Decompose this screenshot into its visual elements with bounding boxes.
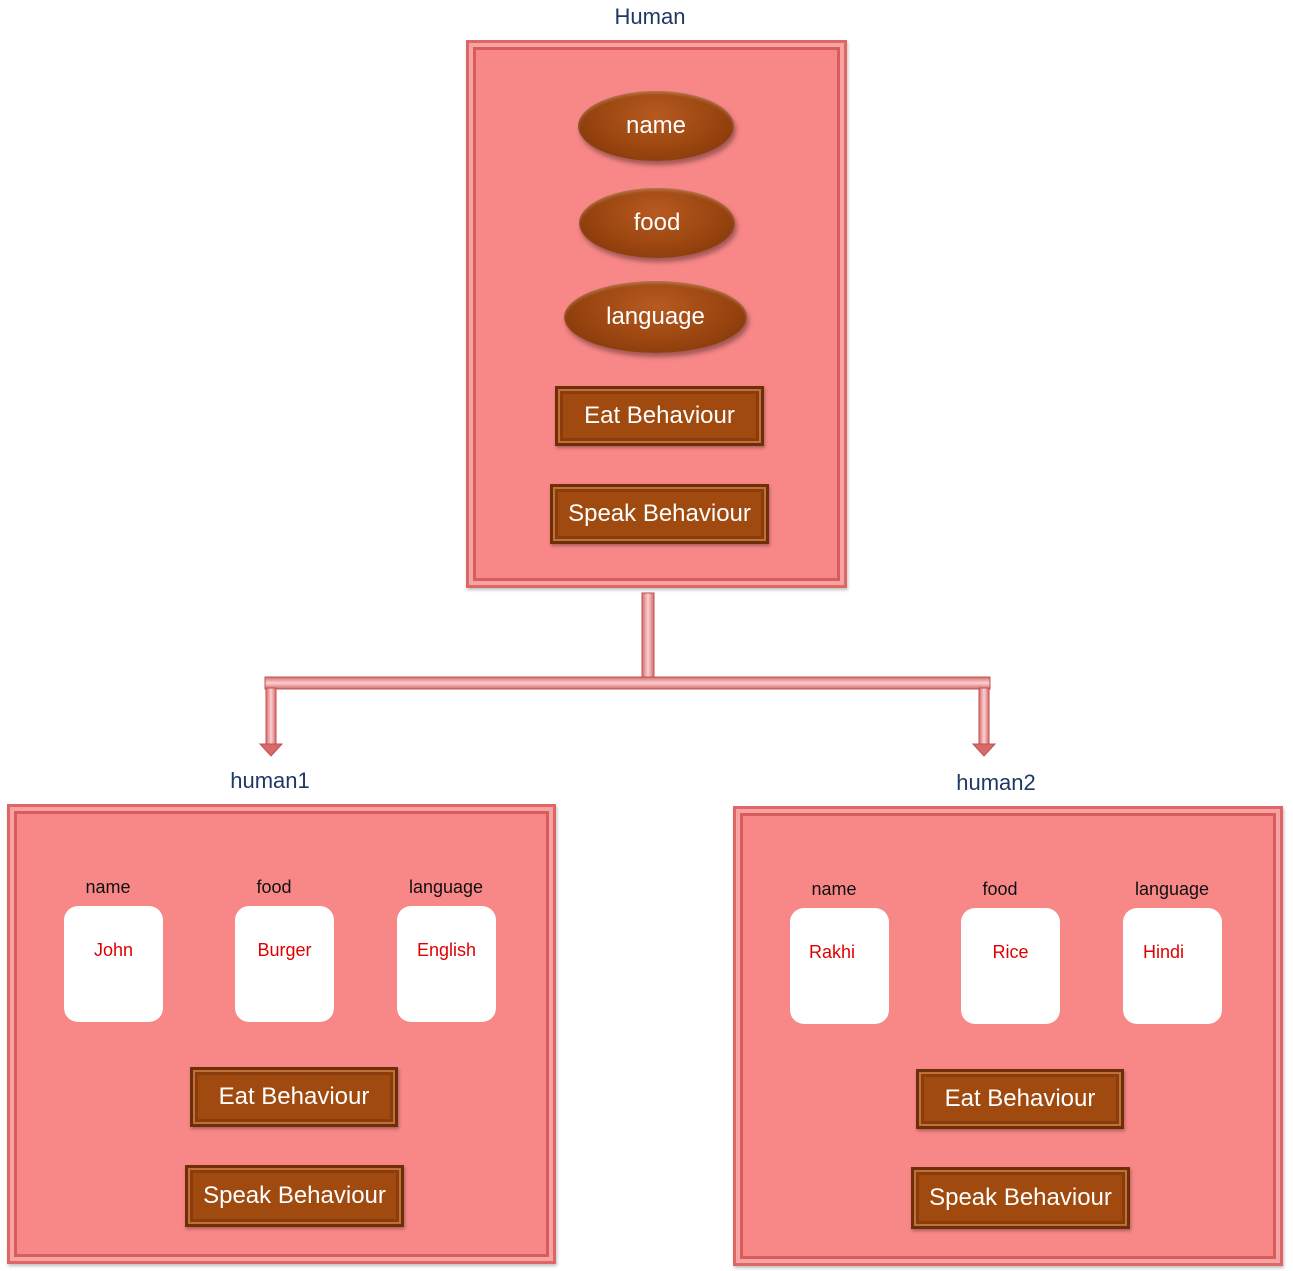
field-label-name: name bbox=[811, 879, 857, 899]
left-drop-line bbox=[265, 687, 277, 747]
child-object-box: name food language John Burger English E… bbox=[7, 804, 556, 1264]
child-title: human1 bbox=[230, 768, 310, 793]
attribute-language-oval: language bbox=[564, 281, 747, 353]
speak-behaviour-button: Speak Behaviour bbox=[550, 484, 769, 544]
parent-title: Human bbox=[614, 4, 686, 29]
speak-behaviour-button: Speak Behaviour bbox=[185, 1165, 404, 1227]
field-value-language: Hindi bbox=[1123, 908, 1222, 1024]
field-value-food: Rice bbox=[961, 908, 1060, 1024]
field-label-language: language bbox=[1134, 879, 1210, 899]
eat-behaviour-button: Eat Behaviour bbox=[190, 1067, 398, 1127]
speak-behaviour-button: Speak Behaviour bbox=[911, 1167, 1130, 1229]
trunk-line bbox=[641, 592, 655, 682]
right-arrow-head bbox=[971, 743, 997, 757]
eat-behaviour-button: Eat Behaviour bbox=[916, 1069, 1124, 1129]
child-title: human2 bbox=[956, 770, 1036, 795]
child-object-box: name food language Rakhi Rice Hindi Eat … bbox=[733, 806, 1283, 1266]
field-value-name: John bbox=[64, 906, 163, 1022]
field-label-language: language bbox=[408, 877, 484, 897]
attribute-food-oval: food bbox=[579, 188, 735, 258]
field-value-food: Burger bbox=[235, 906, 334, 1022]
field-value-name: Rakhi bbox=[790, 908, 889, 1024]
field-label-food: food bbox=[256, 877, 292, 897]
right-drop-line bbox=[978, 687, 990, 747]
left-arrow-head bbox=[258, 743, 284, 757]
attribute-name-oval: name bbox=[578, 91, 734, 161]
field-label-name: name bbox=[85, 877, 131, 897]
eat-behaviour-button: Eat Behaviour bbox=[555, 386, 764, 446]
parent-class-box: name food language Eat Behaviour Speak B… bbox=[466, 40, 847, 588]
field-label-food: food bbox=[982, 879, 1018, 899]
field-value-language: English bbox=[397, 906, 496, 1022]
branch-line bbox=[264, 676, 991, 690]
